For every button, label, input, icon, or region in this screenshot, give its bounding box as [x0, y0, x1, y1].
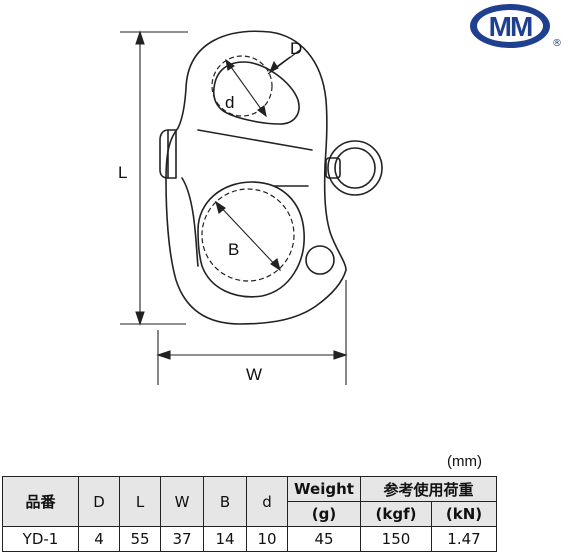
cell-weight: 45 [287, 526, 361, 552]
col-W: W [160, 476, 204, 527]
d-dashed-circle [211, 55, 273, 117]
dim-label-d: d [225, 93, 234, 112]
cell-D: 4 [78, 526, 120, 552]
col-B: B [203, 476, 247, 527]
col-weight: Weight [287, 476, 361, 502]
cell-part: YD-1 [2, 526, 79, 552]
dim-label-L: L [118, 163, 127, 182]
col-weight-unit: (g) [287, 501, 361, 527]
col-L: L [119, 476, 161, 527]
dim-label-W: W [246, 365, 262, 384]
b-dashed-circle [201, 188, 295, 282]
cell-W: 37 [160, 526, 204, 552]
col-D: D [78, 476, 120, 527]
table-row: YD-1 4 55 37 14 10 45 150 1.47 [2, 526, 497, 552]
unit-label: (mm) [447, 453, 482, 470]
cell-kn: 1.47 [431, 526, 497, 552]
col-part: 品番 [2, 476, 79, 527]
cell-d: 10 [246, 526, 288, 552]
logo-text: MM [489, 11, 532, 42]
swivel-ring [327, 140, 383, 196]
mm-logo: MM ® [470, 4, 562, 49]
cell-L: 55 [119, 526, 161, 552]
spec-table: 品番 D L W B d Weight 参考使用荷重 (g) (kgf) (kN… [2, 476, 497, 552]
col-load-kn: (kN) [431, 501, 497, 527]
col-load: 参考使用荷重 [360, 476, 497, 502]
snap-shackle-drawing: D d L B W [118, 30, 383, 385]
cell-kgf: 150 [360, 526, 432, 552]
registered-mark: ® [552, 38, 562, 49]
dim-label-D: D [290, 39, 302, 58]
small-hole [305, 245, 335, 275]
col-d: d [246, 476, 288, 527]
dim-label-B: B [228, 240, 239, 259]
gate-pin [159, 129, 177, 179]
bottom-eye-inner [197, 181, 305, 298]
cell-B: 14 [203, 526, 247, 552]
col-load-kgf: (kgf) [360, 501, 432, 527]
shackle-body-outline [165, 30, 347, 325]
top-eye-inner [212, 61, 300, 125]
